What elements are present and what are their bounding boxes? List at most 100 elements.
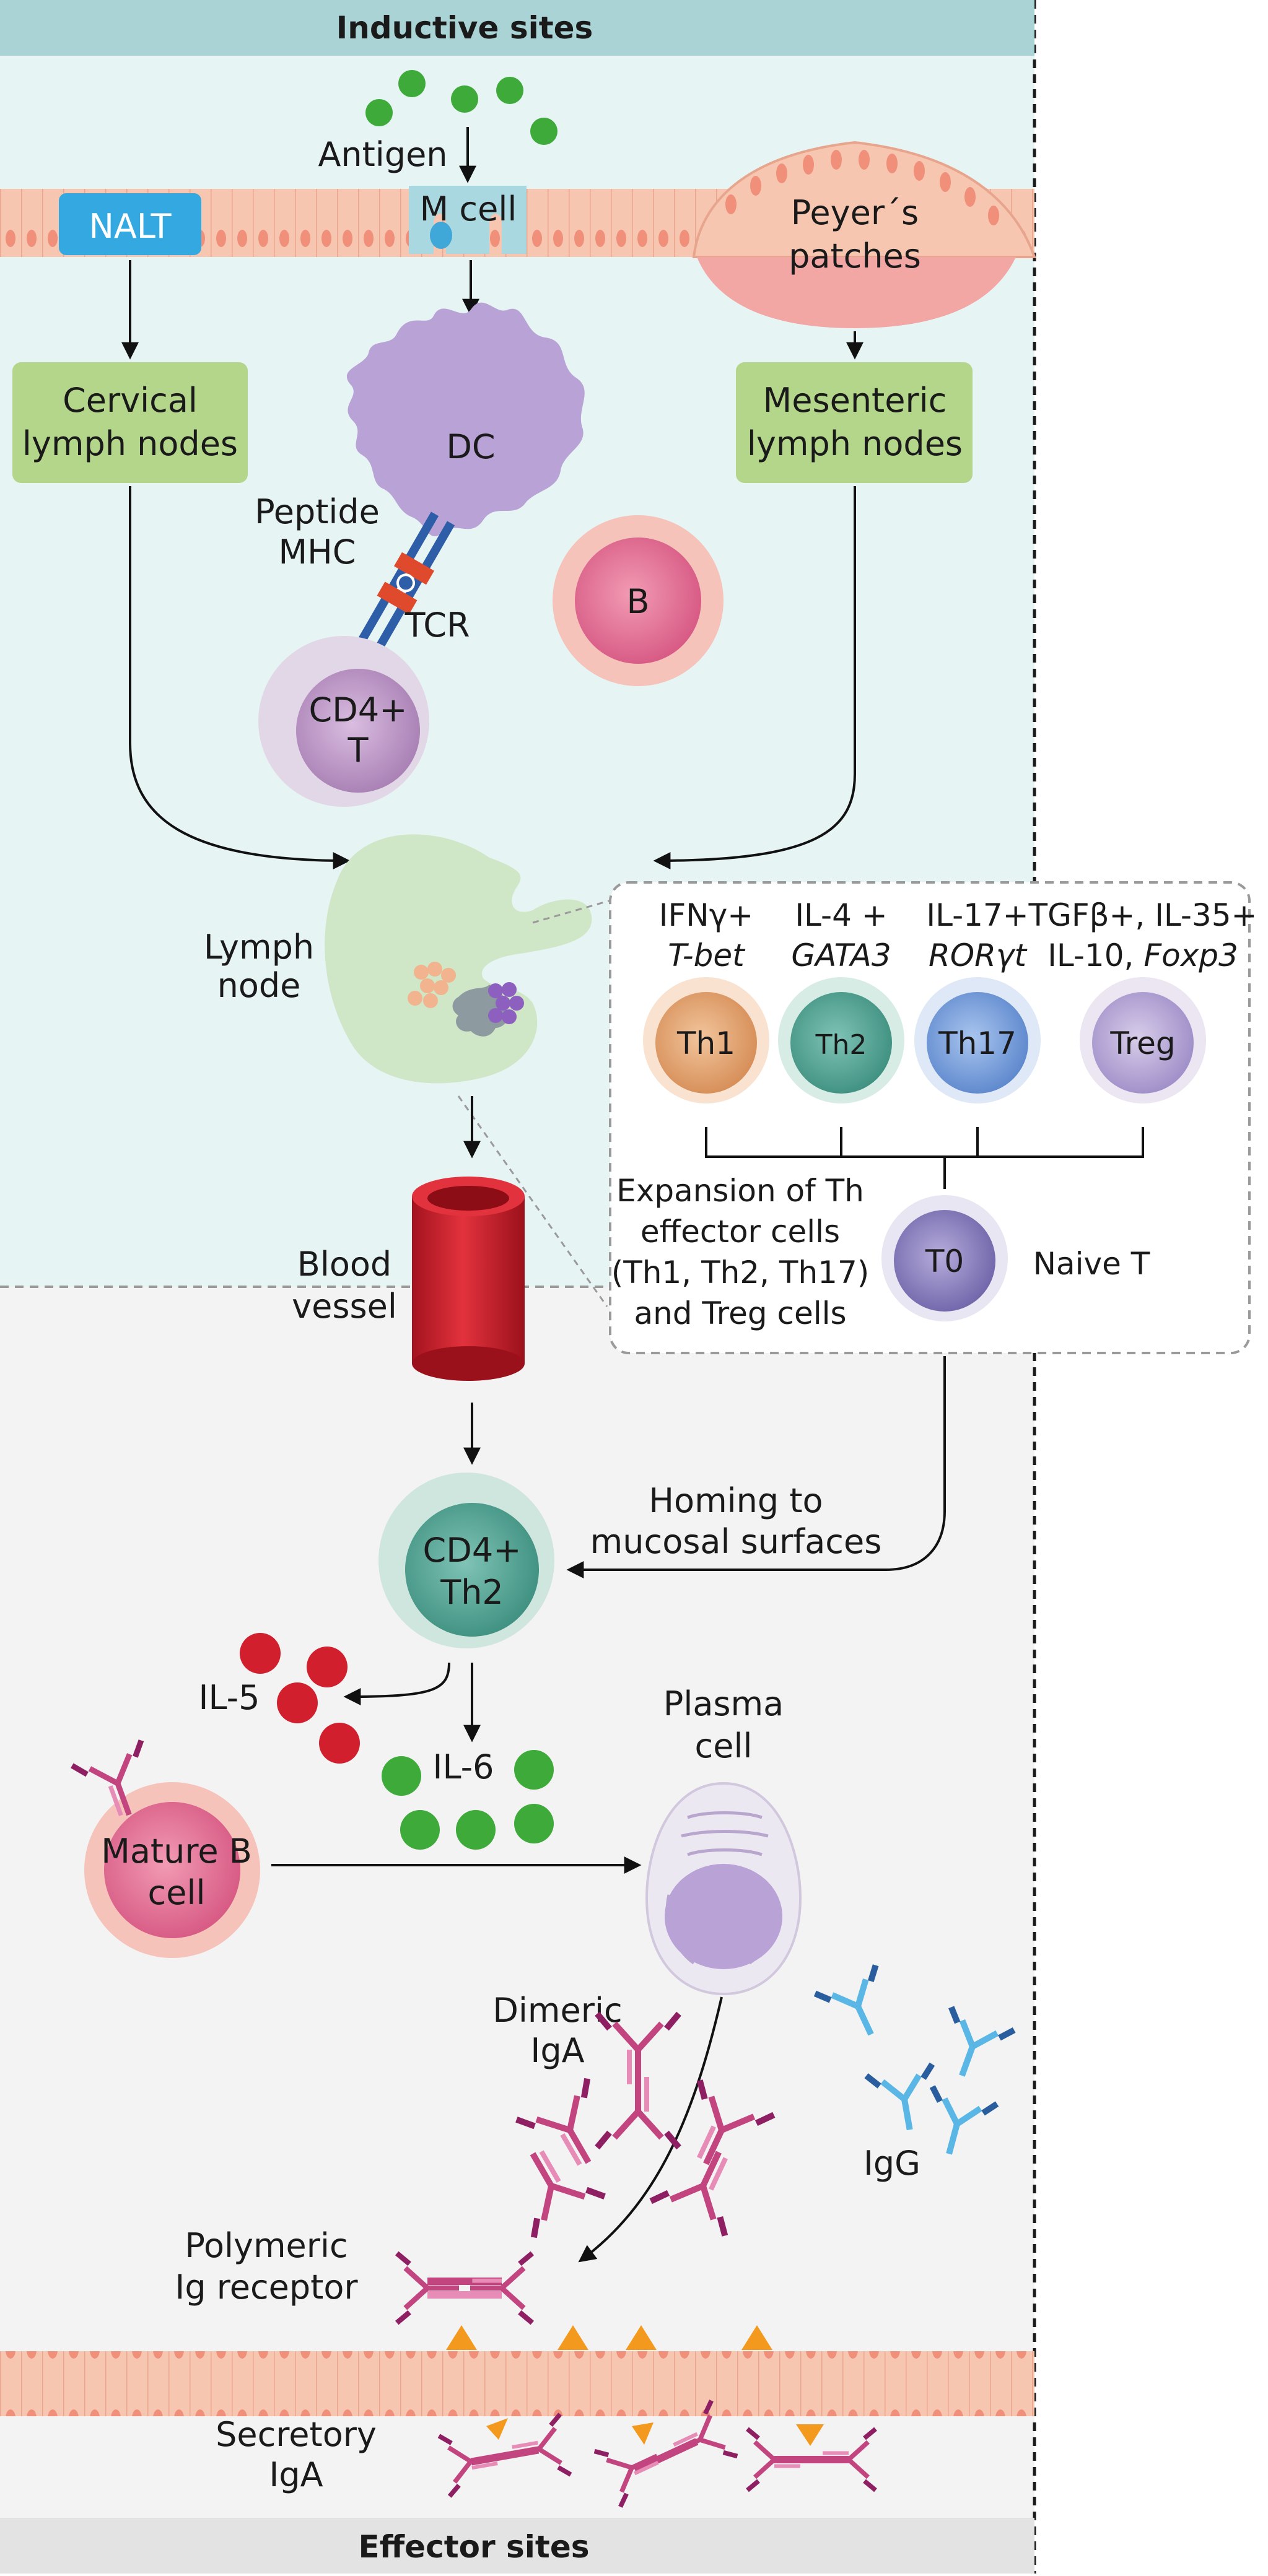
header-inductive xyxy=(0,0,1034,56)
nalt-label: NALT xyxy=(89,207,172,246)
expansion-line-1: Expansion of Th xyxy=(616,1173,864,1209)
secretory-label-2: IgA xyxy=(269,2455,323,2494)
t0-cell xyxy=(894,1210,995,1312)
th2-cytokine: IL-4 + xyxy=(795,897,887,933)
treg-label: Treg xyxy=(1109,1025,1175,1061)
cd4-th2-label-1: CD4+ xyxy=(423,1531,522,1570)
mesenteric-to-lymph-arrow xyxy=(653,486,856,869)
il6-label: IL-6 xyxy=(433,1747,494,1786)
cd4-th2-label-2: Th2 xyxy=(440,1573,504,1612)
mature-b-cell xyxy=(104,1802,240,1938)
mhc-label: MHC xyxy=(279,533,356,572)
b-cell xyxy=(575,537,701,664)
header-effector-text: Effector sites xyxy=(359,2529,590,2565)
treg-group: TGFβ+, IL-35+ IL-10, Foxp3 Treg xyxy=(1028,897,1257,1103)
blood-label-1: Blood xyxy=(297,1245,391,1284)
blood-vessel-lumen xyxy=(427,1186,509,1211)
t0-label: T0 xyxy=(925,1243,964,1279)
secretory-iga-3 xyxy=(748,2424,876,2491)
th1-label: Th1 xyxy=(676,1025,735,1061)
plasma-secretion-arrow xyxy=(578,1996,723,2263)
secretory-iga-1 xyxy=(439,2414,571,2497)
pigr-bound-iga xyxy=(397,2253,533,2323)
mesenteric-box xyxy=(736,362,973,483)
th17-group: IL-17+ RORγt Th17 xyxy=(914,897,1041,1103)
expansion-line-4: and Treg cells xyxy=(634,1295,846,1331)
cervical-label-1: Cervical xyxy=(63,381,198,420)
il6-particles xyxy=(382,1750,554,1850)
mature-b-label-1: Mature B xyxy=(101,1832,252,1871)
th2-factor: GATA3 xyxy=(791,938,891,973)
peyers-patch xyxy=(697,257,1016,328)
header-inductive-text: Inductive sites xyxy=(336,10,593,46)
dc-label: DC xyxy=(446,427,495,466)
igg-label: IgG xyxy=(864,2144,920,2183)
m-cell-nucleus xyxy=(430,222,452,249)
cervical-to-lymph-arrow xyxy=(129,486,351,869)
treg-cytokine-2: IL-10, xyxy=(1047,938,1143,973)
svg-text:IL-10, Foxp3: IL-10, Foxp3 xyxy=(1047,938,1238,973)
dimeric-label-1: Dimeric xyxy=(492,1991,622,2030)
lymph-node xyxy=(325,834,592,1084)
th-panel xyxy=(609,881,1251,1354)
mesenteric-label-2: lymph nodes xyxy=(747,424,963,463)
th1-cytokine: IFNγ+ xyxy=(659,897,753,933)
treg-factor: Foxp3 xyxy=(1143,938,1238,973)
polymeric-label-2: Ig receptor xyxy=(175,2268,358,2307)
il5-label: IL-5 xyxy=(199,1678,260,1717)
homing-label-1: Homing to xyxy=(649,1481,823,1520)
cervical-label-2: lymph nodes xyxy=(22,424,238,463)
treg-cell xyxy=(1092,992,1194,1094)
nalt-box xyxy=(59,193,201,255)
blood-vessel-bottom xyxy=(412,1346,525,1381)
th17-label: Th17 xyxy=(938,1025,1017,1061)
blood-label-2: vessel xyxy=(292,1287,397,1326)
th2-group: IL-4 + GATA3 Th2 xyxy=(778,897,904,1103)
th17-cytokine: IL-17+ xyxy=(926,897,1028,933)
th1-group: IFNγ+ T-bet Th1 xyxy=(643,897,769,1103)
b-cell-label: B xyxy=(626,582,649,621)
cervical-box xyxy=(12,362,248,483)
expansion-line-3: (Th1, Th2, Th17) xyxy=(611,1255,870,1290)
th1-cell xyxy=(655,992,757,1094)
th1-factor: T-bet xyxy=(668,938,746,973)
secretory-label-1: Secretory xyxy=(216,2415,377,2454)
plasma-nucleus xyxy=(665,1864,782,1969)
header-effector xyxy=(0,2518,1034,2574)
m-cell xyxy=(409,186,527,254)
th17-cell xyxy=(927,992,1028,1094)
expansion-line-2: effector cells xyxy=(641,1214,840,1250)
zoom-line-1 xyxy=(532,897,620,924)
blood-vessel xyxy=(412,1196,525,1364)
lymph-node-cells xyxy=(408,962,524,1037)
tcr-mhc-complex xyxy=(356,511,455,655)
pigr-triangles xyxy=(446,2325,772,2350)
antigen-label: Antigen xyxy=(318,135,447,174)
th2-label: Th2 xyxy=(815,1029,867,1061)
mature-b-label-2: cell xyxy=(148,1873,206,1912)
secretory-iga-2 xyxy=(595,2401,738,2507)
mesenteric-label-1: Mesenteric xyxy=(763,381,947,420)
homing-label-2: mucosal surfaces xyxy=(590,1522,882,1561)
cd4-label-2: T xyxy=(348,731,369,770)
peyers-dome-cells xyxy=(725,150,999,225)
lymph-label-1: Lymph xyxy=(204,928,314,967)
cd4-cell xyxy=(296,669,420,793)
lineage-bracket xyxy=(705,1127,1144,1189)
antigen-particles xyxy=(365,70,557,145)
m-cell-label: M cell xyxy=(420,189,517,228)
tcr-label: TCR xyxy=(404,606,470,645)
peptide-label: Peptide xyxy=(255,492,380,531)
treg-cytokine: TGFβ+, IL-35+ xyxy=(1028,897,1257,933)
cd4-label-1: CD4+ xyxy=(309,690,408,729)
polymeric-label-1: Polymeric xyxy=(185,2226,348,2265)
il5-particles xyxy=(240,1633,360,1764)
th17-factor: RORγt xyxy=(929,938,1028,973)
peyers-label-2: patches xyxy=(789,237,921,276)
dendritic-cell xyxy=(346,302,585,537)
th2-cell xyxy=(790,992,892,1094)
plasma-label-2: cell xyxy=(695,1726,753,1765)
il5-arrow xyxy=(343,1662,450,1705)
